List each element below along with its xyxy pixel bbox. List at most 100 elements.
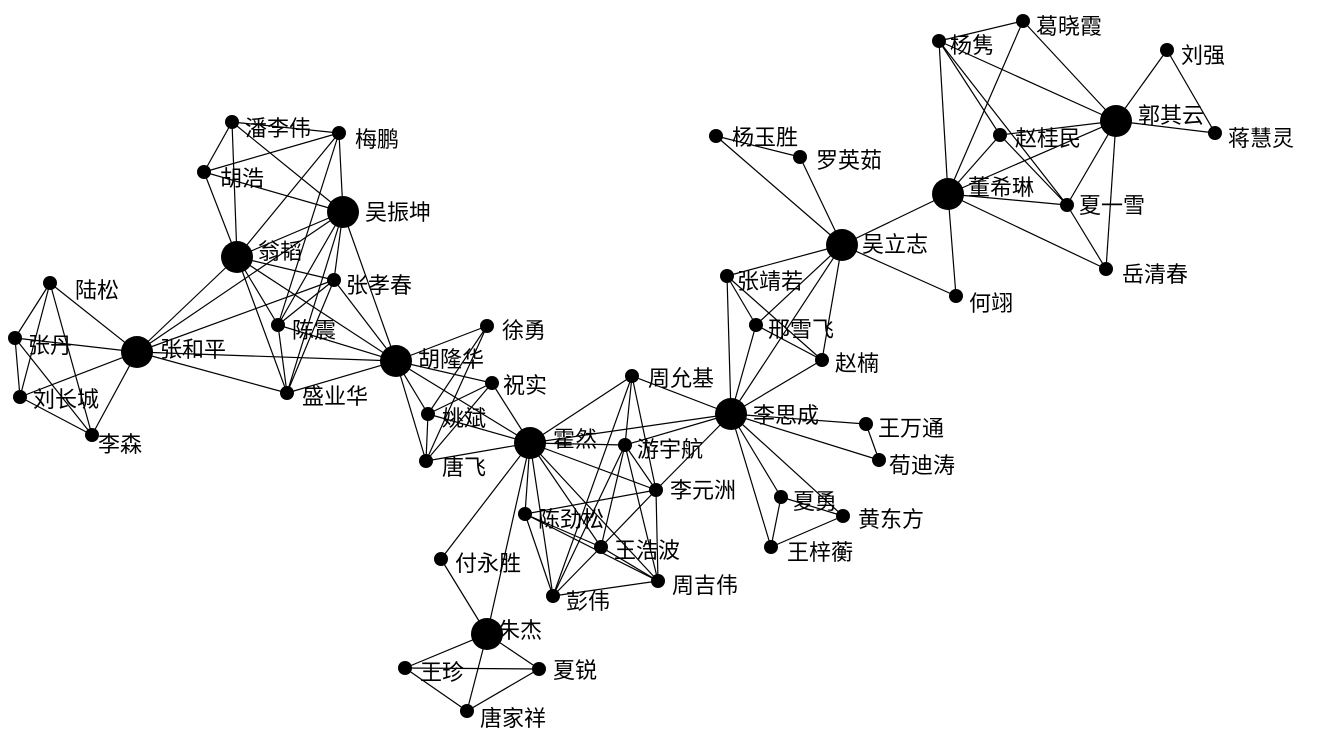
nodes-layer xyxy=(8,14,1222,718)
node-label: 黄东方 xyxy=(858,508,924,533)
node-e983ade585b6e4ba91 xyxy=(1100,105,1132,137)
edge xyxy=(524,513,659,582)
node-label: 岳清春 xyxy=(1122,263,1188,288)
node-label: 翁韬 xyxy=(258,240,302,265)
node-e7a59de5ae9e xyxy=(485,376,499,390)
node-label: 葛晓霞 xyxy=(1036,15,1102,40)
node-e4bb98e6b0b8e8839c xyxy=(434,552,448,566)
edge xyxy=(231,121,344,213)
node-e8b5b5e6a5a0 xyxy=(815,353,829,367)
edge xyxy=(236,256,335,281)
node-label: 张丹 xyxy=(28,334,72,359)
edge xyxy=(529,442,657,491)
edge xyxy=(466,668,540,712)
edge xyxy=(631,375,732,415)
edge xyxy=(755,324,823,361)
edge xyxy=(529,375,633,444)
edge xyxy=(770,515,844,548)
node-label: 彭伟 xyxy=(566,590,610,615)
node-label: 游宇航 xyxy=(637,438,703,463)
edge xyxy=(14,337,138,353)
edge xyxy=(277,324,288,394)
node-e883a1e6b5a9 xyxy=(197,165,211,179)
node-e59490e9a39e xyxy=(419,454,433,468)
node-label: 盛业华 xyxy=(302,385,368,410)
node-e99c8de784b6 xyxy=(514,427,546,459)
edge xyxy=(624,444,659,582)
edge xyxy=(203,121,233,173)
node-label: 蒋慧灵 xyxy=(1228,127,1294,152)
edge xyxy=(726,275,732,415)
node-e4bd95e7bf8a xyxy=(949,289,963,303)
edge xyxy=(136,279,335,353)
edge xyxy=(624,375,633,446)
edge xyxy=(404,667,540,670)
node-label: 夏锐 xyxy=(553,659,597,684)
edge xyxy=(524,513,602,548)
node-label: 张孝春 xyxy=(346,274,412,299)
edge xyxy=(947,120,1117,195)
edge xyxy=(947,193,1068,206)
edge xyxy=(730,413,772,548)
node-e78e8be78f8d xyxy=(398,661,412,675)
edge xyxy=(799,156,843,246)
edge xyxy=(286,360,397,394)
edge xyxy=(938,40,1117,122)
edge xyxy=(203,171,344,213)
edge xyxy=(600,489,657,548)
edge xyxy=(425,413,429,462)
node-e69da8e78e89e8839c xyxy=(709,129,723,143)
edge xyxy=(524,513,554,597)
node-e8919be69993e99c9e xyxy=(1016,14,1030,28)
node-e69da8e99abd xyxy=(932,34,946,48)
edge xyxy=(236,132,340,258)
node-e78e8be6b5a9e6b3a2 xyxy=(594,540,608,554)
edge xyxy=(947,193,957,297)
edge xyxy=(342,211,397,362)
node-label: 周允基 xyxy=(648,367,714,392)
node-label: 张和平 xyxy=(160,338,226,363)
edge xyxy=(1166,49,1216,134)
edge xyxy=(236,256,397,362)
edge xyxy=(1022,20,1117,122)
edge xyxy=(395,360,531,444)
edge xyxy=(726,275,757,326)
edge xyxy=(938,20,1024,42)
node-label: 王浩波 xyxy=(614,539,680,564)
edge xyxy=(999,120,1117,136)
node-label: 陈劲松 xyxy=(538,508,604,533)
edge xyxy=(440,442,531,560)
edge xyxy=(136,256,238,353)
node-label: 吴振坤 xyxy=(365,201,431,226)
node-label: 何翊 xyxy=(969,292,1013,317)
node-label: 王梓蘅 xyxy=(787,541,853,566)
node-label: 邢雪飞 xyxy=(768,318,834,343)
edge xyxy=(277,211,344,326)
node-e891a3e5b88ce790b3 xyxy=(932,178,964,210)
edge xyxy=(286,211,344,394)
edge xyxy=(395,360,427,462)
edge xyxy=(524,489,657,515)
node-e6b8b8e5ae87e888aa xyxy=(618,438,632,452)
node-e88d80e8bfaae6b69b xyxy=(872,453,886,467)
node-label: 陈震 xyxy=(292,319,336,344)
edge xyxy=(277,324,397,362)
edge xyxy=(425,382,493,462)
node-label: 梅鹏 xyxy=(355,128,399,153)
edge xyxy=(552,444,626,597)
edge xyxy=(755,244,843,326)
edge xyxy=(938,40,1001,136)
edge xyxy=(136,351,397,362)
edge xyxy=(730,413,880,461)
edge xyxy=(236,256,288,394)
node-label: 杨玉胜 xyxy=(732,126,798,151)
node-e591a8e59089e4bc9f xyxy=(651,574,665,588)
node-e883a1e99a86e58d8e xyxy=(380,345,412,377)
node-label: 李思成 xyxy=(753,404,819,429)
node-e79b9be4b89ae58d8e xyxy=(280,386,294,400)
node-e58898e995bfe59f8e xyxy=(13,390,27,404)
edge xyxy=(624,444,657,491)
edge xyxy=(821,244,843,361)
node-e590b4e7ab8be5bf97 xyxy=(826,229,858,261)
